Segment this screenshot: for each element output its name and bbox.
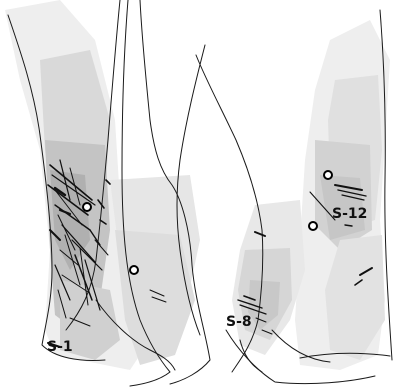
circle-marker-icon: [324, 171, 332, 179]
specimen-label-s8: S-8: [226, 314, 252, 330]
specimen-label-s12: S-12: [332, 206, 367, 222]
circle-marker-icon: [83, 203, 91, 211]
specimen-s8-s12-shading: [232, 20, 390, 370]
specimen-s1-bone: S-1: [5, 0, 210, 386]
specimen-label-s1: S-1: [47, 339, 73, 355]
specimen-s1-shading: [5, 0, 200, 370]
specimen-s8-s12-bone: S-12 S-8: [177, 10, 392, 384]
circle-marker-icon: [309, 222, 317, 230]
circle-marker-icon: [130, 266, 138, 274]
